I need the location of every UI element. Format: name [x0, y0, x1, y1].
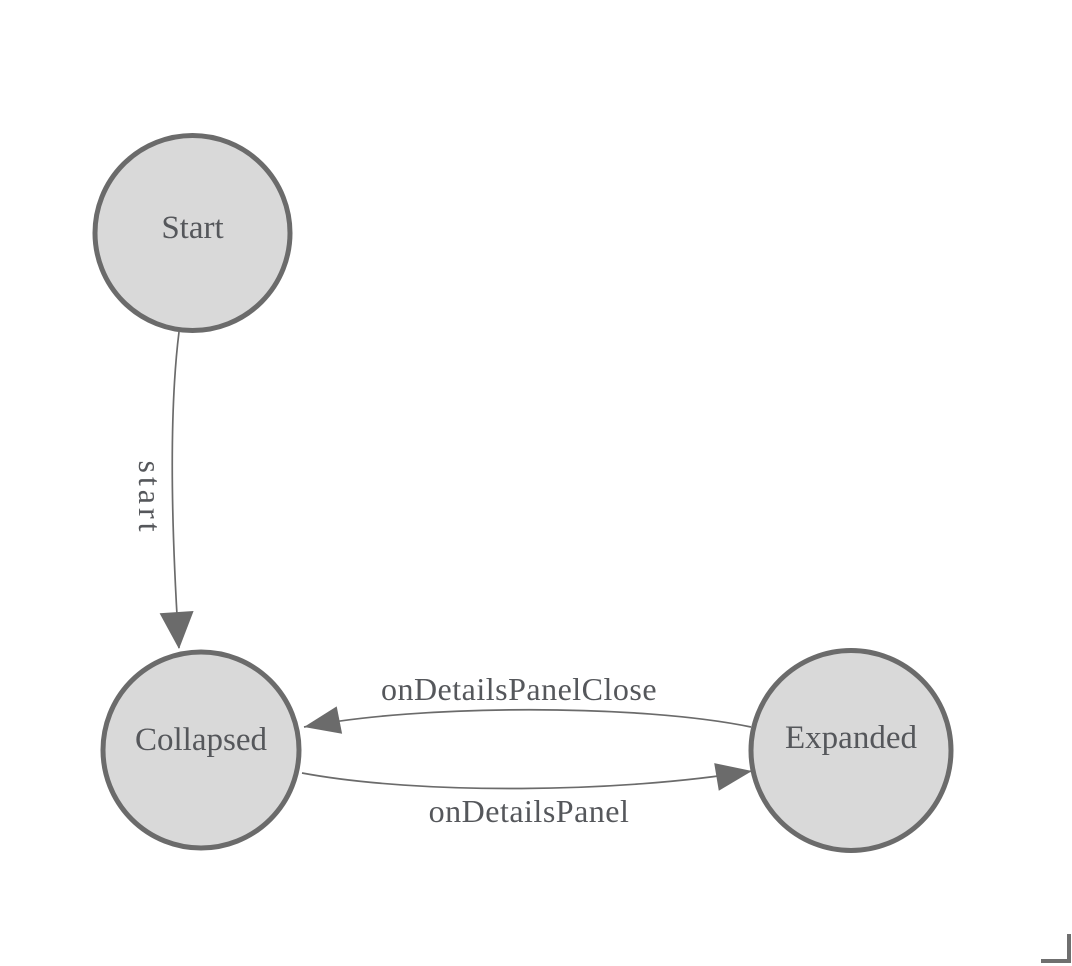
edge-ondetailspanel[interactable]: onDetailsPanel: [301, 763, 753, 829]
state-node-expanded[interactable]: Expanded: [748, 648, 954, 853]
edge-ondetailspanelclose-arrowhead: [304, 706, 343, 734]
edge-ondetailspanelclose[interactable]: onDetailsPanelClose: [303, 671, 752, 734]
edge-start-line[interactable]: [171, 331, 180, 649]
state-node-collapsed[interactable]: Collapsed: [100, 649, 302, 851]
state-node-collapsed-circle: [100, 649, 302, 851]
state-node-start-label: Start: [161, 210, 223, 246]
state-node-start-circle: [92, 133, 293, 333]
state-node-expanded-circle: [748, 648, 954, 853]
state-node-collapsed-label: Collapsed: [135, 722, 267, 758]
edge-ondetailspanel-arrowhead: [714, 763, 752, 791]
edge-start-arrowhead: [159, 611, 194, 649]
edge-ondetailspanelclose-line[interactable]: [303, 708, 752, 728]
state-node-start[interactable]: Start: [92, 133, 293, 333]
edge-start-label: start: [132, 460, 168, 535]
edge-start[interactable]: start: [132, 331, 194, 649]
state-node-expanded-label: Expanded: [785, 720, 917, 756]
edge-ondetailspanel-label: onDetailsPanel: [429, 793, 630, 829]
edge-ondetailspanelclose-label: onDetailsPanelClose: [381, 671, 657, 707]
canvas-corner-mark: [1041, 934, 1071, 963]
edge-ondetailspanel-line[interactable]: [301, 770, 753, 790]
